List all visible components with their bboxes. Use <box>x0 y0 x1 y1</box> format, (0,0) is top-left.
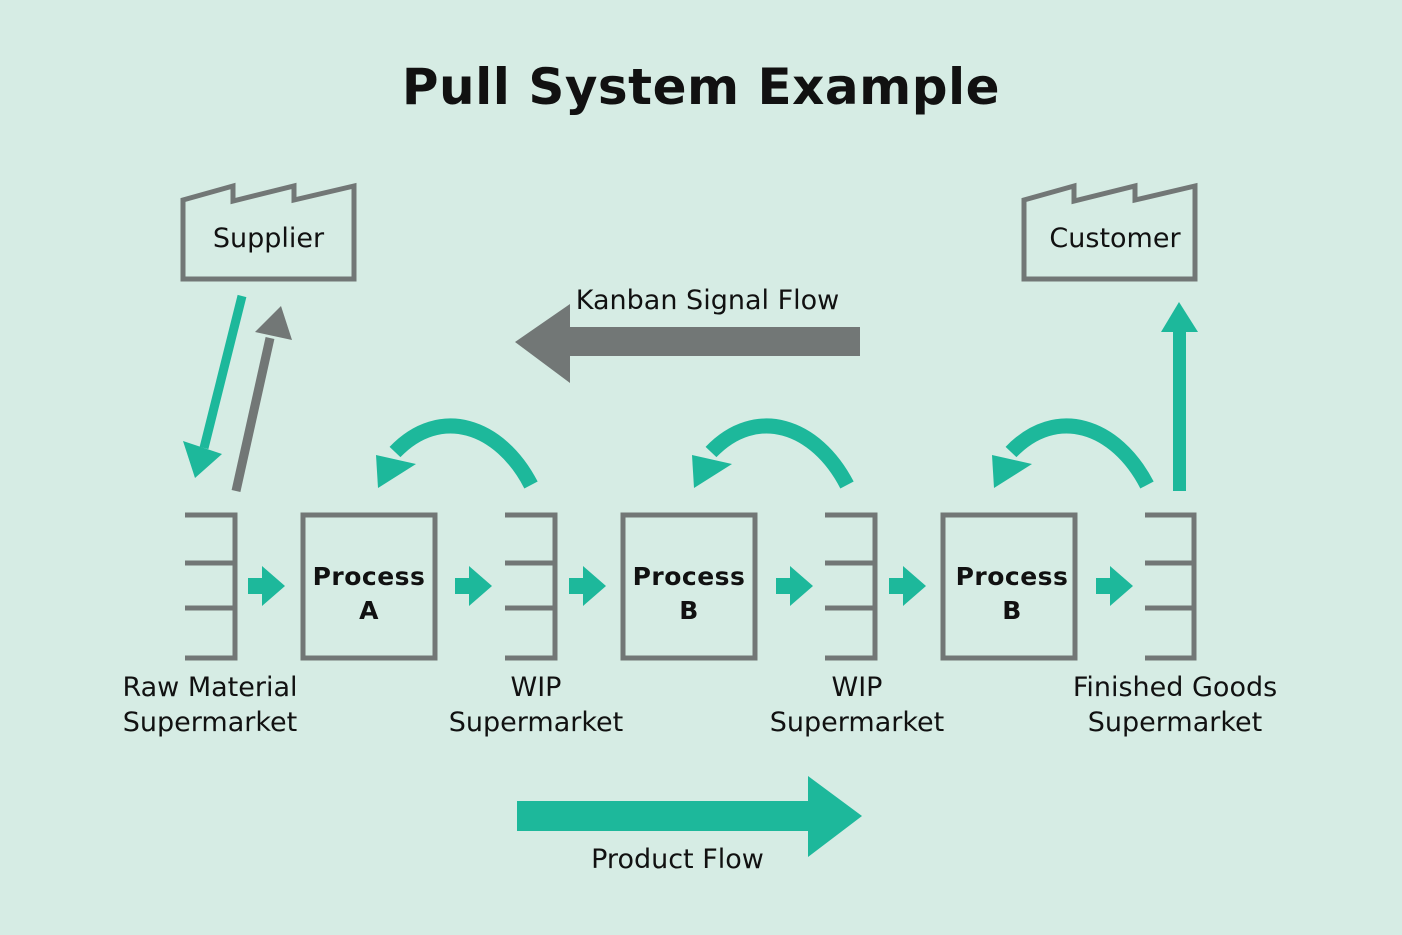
supermarket-3-line2: Supermarket <box>769 707 945 738</box>
supermarket-label-finished-goods: Finished Goods Supermarket <box>1060 670 1290 740</box>
supermarket-3-line1: WIP <box>831 672 883 703</box>
kanban-flow-label: Kanban Signal Flow <box>575 285 840 316</box>
kanban-withdrawal-arrow <box>692 418 854 489</box>
supermarket-4-line2: Supermarket <box>1087 707 1263 738</box>
supply-delivery-arrow <box>183 294 247 478</box>
supermarket-label-raw-material: Raw Material Supermarket <box>115 670 305 740</box>
supermarket-4-line1: Finished Goods <box>1072 672 1278 703</box>
product-flow-label: Product Flow <box>591 844 764 875</box>
supermarket-icon-wip-1 <box>505 512 558 661</box>
process-2-line2: B <box>679 596 699 625</box>
process-box-3 <box>940 512 1078 661</box>
step-arrow <box>248 566 285 606</box>
process-label-3: Process B <box>943 560 1081 628</box>
kanban-withdrawal-arrow <box>376 418 538 489</box>
supermarket-1-line2: Supermarket <box>122 707 298 738</box>
supermarket-2-line1: WIP <box>510 672 562 703</box>
supermarket-label-wip-1: WIP Supermarket <box>436 670 636 740</box>
process-3-line1: Process <box>955 562 1069 591</box>
step-arrow <box>776 566 813 606</box>
supermarket-1-line1: Raw Material <box>122 672 298 703</box>
supplier-label: Supplier <box>212 223 325 254</box>
supermarket-2-line2: Supermarket <box>448 707 624 738</box>
process-1-line2: A <box>359 596 379 625</box>
supplier-factory-icon <box>180 182 357 282</box>
supply-kanban-arrow <box>231 306 292 492</box>
customer-factory-icon <box>1021 182 1198 282</box>
page-title: Pull System Example <box>401 58 1001 116</box>
customer-label: Customer <box>1049 223 1181 254</box>
step-arrow <box>569 566 606 606</box>
kanban-withdrawal-arrow <box>992 418 1154 489</box>
process-1-line1: Process <box>312 562 426 591</box>
step-arrow <box>889 566 926 606</box>
step-arrow <box>1096 566 1133 606</box>
supermarket-icon-raw-material <box>185 512 238 661</box>
process-label-1: Process A <box>303 560 435 628</box>
supermarket-label-wip-2: WIP Supermarket <box>757 670 957 740</box>
process-3-line2: B <box>1002 596 1022 625</box>
process-label-2: Process B <box>623 560 755 628</box>
product-flow-arrow <box>517 776 862 857</box>
customer-delivery-arrow <box>1161 302 1198 491</box>
kanban-signal-flow-arrow <box>515 304 860 383</box>
supermarket-icon-finished-goods <box>1145 512 1197 661</box>
step-arrow <box>455 566 492 606</box>
supermarket-icon-wip-2 <box>825 512 878 661</box>
process-2-line1: Process <box>632 562 746 591</box>
process-box-1 <box>300 512 438 661</box>
process-box-2 <box>620 512 758 661</box>
